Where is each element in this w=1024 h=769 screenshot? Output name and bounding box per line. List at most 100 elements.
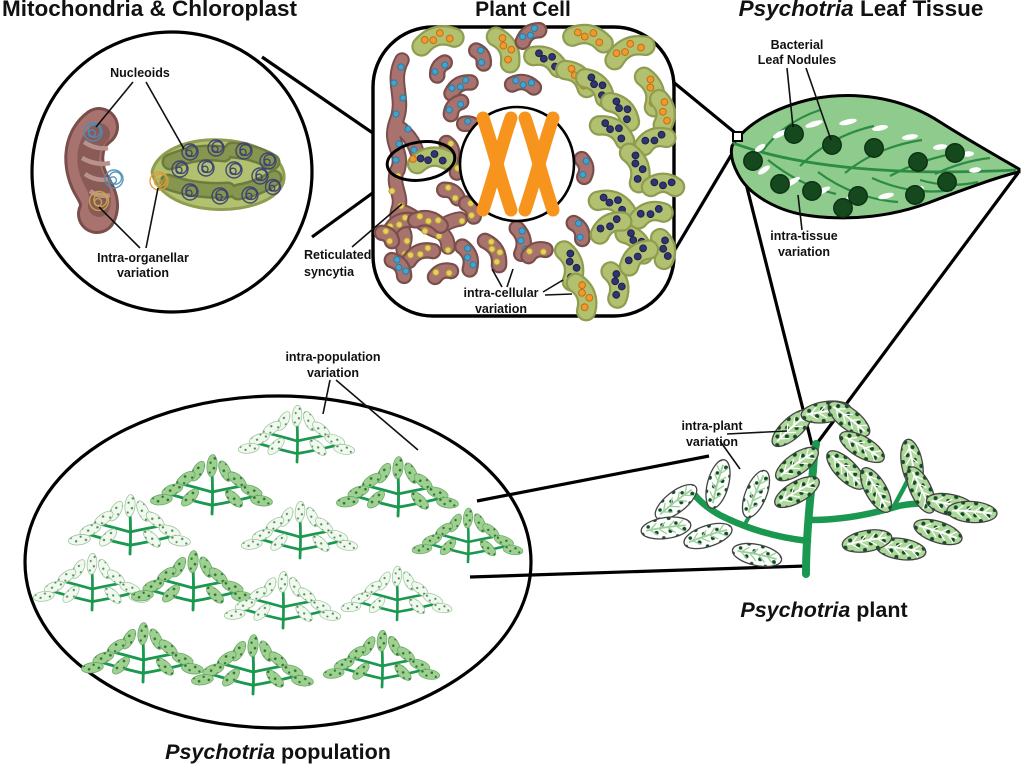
plant-leaf-vein [790,494,801,498]
plant-leaf-vein [921,491,931,497]
leaf-vein [934,156,991,175]
mini-plant-leaf [431,602,453,614]
mito-nucleoid-blue-ring [83,122,103,142]
plant-leaf-pale [741,469,771,519]
chloroplast-genome-dot [617,134,626,143]
chloroplast-genome-dot [606,125,614,134]
plant-caption: Psychotria plant [740,598,907,622]
chloro-nucleoid-ring [255,173,263,181]
plant-leaf-vein [871,450,881,454]
chloro-nucleoid-ring [197,159,215,177]
plant-leaf-vein [922,522,932,528]
plant-leaf-vein [910,456,919,464]
leaf-highlight-slash [805,120,823,128]
plant-leaf-vein [853,477,856,488]
leaf-highlight-slash [933,144,947,150]
syncytia-genome-dot-yellow [458,217,466,225]
plant-leaf-vein [756,487,766,493]
leaf-vein [761,108,821,153]
mitochondrion [458,195,483,225]
mini-plant-leaf [143,529,161,548]
chloro-nucleoid-ring [215,193,223,201]
bacterial-leaf-nodules [743,124,965,218]
plant-leaf-vein [676,491,681,501]
plant-leaf-vein [847,470,857,473]
plant-leaf-vein [798,490,808,494]
organelle-title: Mitochondria & Chloroplast [2,0,298,21]
mitochondrion [454,238,480,278]
population-plant-pale [340,565,453,622]
plant-leaf-midvein [832,405,866,432]
mitochondrion-genome-dot [434,216,442,224]
mini-plant-leaf [248,432,270,446]
chloroplast [599,91,641,133]
chloro-nucleoid-ring [181,143,199,161]
plant-leaf-vein [759,478,769,485]
plant-leaf-vein [711,482,717,492]
chloroplast-genome-dot [578,288,586,297]
plant-leaf-vein [700,529,707,539]
plant-leaves [640,400,998,568]
chloroplast [587,189,637,222]
mini-plant-leaf [86,552,98,575]
plant-leaf-vein [849,420,854,430]
mini-plant-leaf [202,663,225,677]
plant-leaf-vein [792,417,796,427]
plant-leaf-vein [868,540,878,546]
chloro-nucleoid [197,159,215,177]
nucleoids-pointer-line [95,81,134,128]
chloroplast-genome-dot [663,252,672,260]
intra-cellular-pointer-line [542,279,564,293]
chloroplast-genome-dot [623,105,632,114]
mini-plant-leaf [336,496,359,508]
chloro-nucleoid [235,142,253,160]
chloro-nucleoid-ring [245,187,258,201]
plant-leaf-vein [677,500,687,502]
plant-leaf-vein [836,408,846,410]
leaf-tissue-title: Psychotria Leaf Tissue [739,0,984,21]
chloroplast-genome-dot [580,32,589,41]
chloro-nucleoid-ring [264,178,282,196]
chloro-nucleoid [171,160,189,178]
plant-leaf-vein [806,485,816,489]
nucleoids-label: Nucleoids [110,66,170,80]
plant-leaf-vein [662,502,666,512]
chloroplast-genome-dot [429,36,438,45]
plant-leaf-vein [715,485,725,492]
plant-leaf-vein [749,548,759,555]
chromatid [476,111,518,217]
mitochondrion-genome-dot [406,251,415,259]
mitochondrion [442,93,470,123]
chloroplast-genome-dot [621,48,629,56]
chloro-nucleoid-orange-ring [153,173,168,187]
bacterial-nodule [848,186,868,206]
plant-leaf-vein [850,543,860,550]
bacterial-nodules-pointer-line [786,67,794,128]
mini-plant-leaf [124,494,136,517]
population-plant [131,550,254,612]
plant-leaf-midvein [659,488,693,515]
plant-leaf-vein [790,458,795,469]
mini-plant-leaf [376,629,388,652]
syncytia-genome-dot-blue [390,79,398,87]
plant-leaf-vein [939,532,946,541]
plant-leaf-vein [790,486,795,496]
plant-leaf-vein [842,414,846,424]
mini-plant-leaf [104,586,122,604]
plant-leaf-vein [818,405,826,414]
chloroplast-genome-dot [606,222,614,231]
mini-plant-leaf [352,662,370,680]
chloroplast-genome-dot [580,303,589,312]
mitochondrion-genome-dot [395,221,403,229]
intra-plant-pointer-line [726,430,788,435]
mitochondrion-genome-dot [424,244,432,252]
mini-plant-leaf [409,658,431,672]
chloroplast-genome-dot [646,83,655,92]
chloro-nucleoid [264,178,282,196]
mini-plant-leaf [240,484,263,498]
plant-leaf-vein [870,483,874,494]
population-ellipse [23,394,533,730]
mito-nucleoid-blue-ring [87,129,97,138]
plant-leaf-midvein [711,464,725,504]
intra-plant-label-line2: variation [686,435,738,449]
